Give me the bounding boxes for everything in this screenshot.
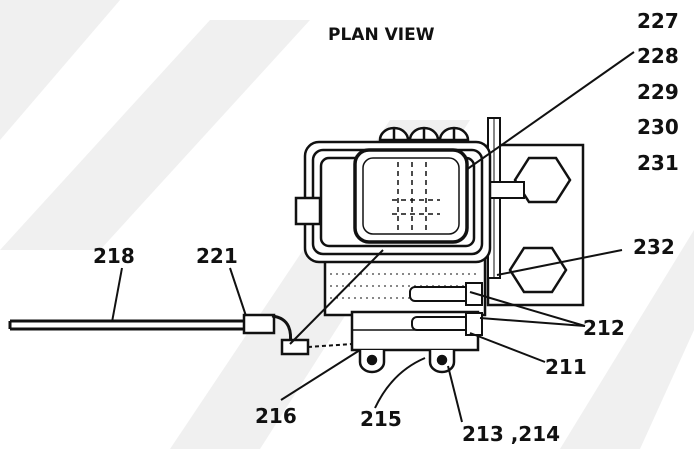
top-caps — [378, 126, 470, 142]
callout-228: 228 — [637, 44, 679, 68]
callout-231: 231 — [637, 151, 679, 175]
operating-rod — [8, 313, 353, 356]
callout-216: 216 — [255, 404, 297, 428]
mounting-feet — [358, 350, 456, 374]
callout-230: 230 — [637, 115, 679, 139]
hex-bolt-upper — [513, 156, 572, 204]
hex-bolt-lower — [508, 246, 568, 294]
page-title: PLAN VIEW — [328, 25, 435, 45]
callout-218: 218 — [93, 244, 135, 268]
callout-221: 221 — [196, 244, 238, 268]
callout-229: 229 — [637, 80, 679, 104]
callout-232: 232 — [633, 235, 675, 259]
callout-211: 211 — [545, 355, 587, 379]
inner-window — [353, 148, 469, 244]
lower-bar — [350, 282, 483, 352]
callout-213-214: 213 ,214 — [462, 422, 560, 446]
mounting-plate — [486, 143, 585, 307]
callout-227: 227 — [637, 9, 679, 33]
callout-215: 215 — [360, 407, 402, 431]
mechanism-assembly — [8, 51, 635, 423]
callout-212: 212 — [583, 316, 625, 340]
leader-lines — [111, 51, 635, 423]
